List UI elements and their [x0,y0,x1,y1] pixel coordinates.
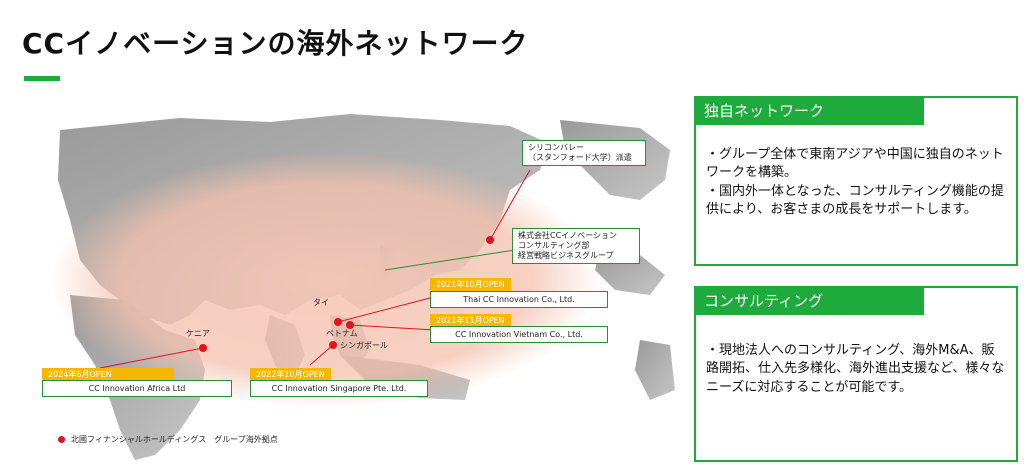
consulting-body: ・現地法人へのコンサルティング、海外M&A、販路開拓、仕入先多様化、海外進出支援… [706,342,1006,397]
network-panel: 独自ネットワーク ・グループ全体で東南アジアや中国に独自のネットワークを構築。 … [694,96,1018,266]
silicon-valley-callout: シリコンバレー （スタンフォード大学）派遣 [522,140,646,166]
title-underline [24,76,60,81]
thai-office-box: Thai CC Innovation Co., Ltd. [430,291,608,308]
network-body: ・グループ全体で東南アジアや中国に独自のネットワークを構築。 ・国内外一体となっ… [706,146,1006,220]
vietnam-office-box: CC Innovation Vietnam Co., Ltd. [430,326,608,343]
silicon-valley-line2: （スタンフォード大学）派遣 [528,153,632,162]
hq-line2: コンサルティング部 [518,241,590,250]
consulting-line1: ・現地法人へのコンサルティング、海外M&A、販路開拓、仕入先多様化、海外進出支援… [706,343,1005,395]
label-kenya: ケニア [186,329,210,338]
silicon-valley-line1: シリコンバレー [528,143,584,152]
legend-text: 北國フィナンシャルホールディングス グループ海外拠点 [71,435,278,444]
label-thailand: タイ [313,298,329,307]
map-legend: 北國フィナンシャルホールディングス グループ海外拠点 [58,434,278,445]
map-graphic [50,114,675,460]
singapore-office-box: CC Innovation Singapore Pte. Ltd. [250,380,428,397]
marker-silicon-valley [486,236,494,244]
hq-callout: 株式会社CCイノベーション コンサルティング部 経営戦略ビジネスグループ [512,228,640,264]
singapore-open-tag: 2022年10月OPEN [250,368,331,381]
coverage-ellipse [50,152,600,408]
marker-thailand [334,318,342,326]
marker-singapore [329,341,337,349]
network-line2: ・国内外一体となった、コンサルティング機能の提供により、お客さまの成長をサポート… [706,183,1004,218]
location-markers [199,236,494,352]
marker-vietnam [346,321,354,329]
consulting-panel: コンサルティング ・現地法人へのコンサルティング、海外M&A、販路開拓、仕入先多… [694,286,1018,462]
marker-kenya [199,344,207,352]
network-heading: 独自ネットワーク [694,96,924,125]
vietnam-open-tag: 2021年11月OPEN [430,314,511,327]
africa-open-tag: 2024年6月OPEN [42,368,174,381]
hq-line3: 経営戦略ビジネスグループ [518,251,614,260]
africa-office-box: CC Innovation Africa Ltd [42,380,232,397]
connector-lines [99,169,531,369]
thai-open-tag: 2021年10月OPEN [430,278,511,291]
network-line1: ・グループ全体で東南アジアや中国に独自のネットワークを構築。 [706,147,1004,181]
page-title: CCイノベーションの海外ネットワーク [22,27,529,60]
consulting-heading: コンサルティング [694,286,924,315]
label-singapore: シンガポール [340,341,388,350]
hq-connector [384,249,516,271]
legend-marker-icon [58,436,65,443]
hq-line1: 株式会社CCイノベーション [518,231,618,240]
label-vietnam: ベトナム [326,329,358,338]
world-map: シリコンバレー （スタンフォード大学）派遣 株式会社CCイノベーション コンサル… [40,100,680,468]
